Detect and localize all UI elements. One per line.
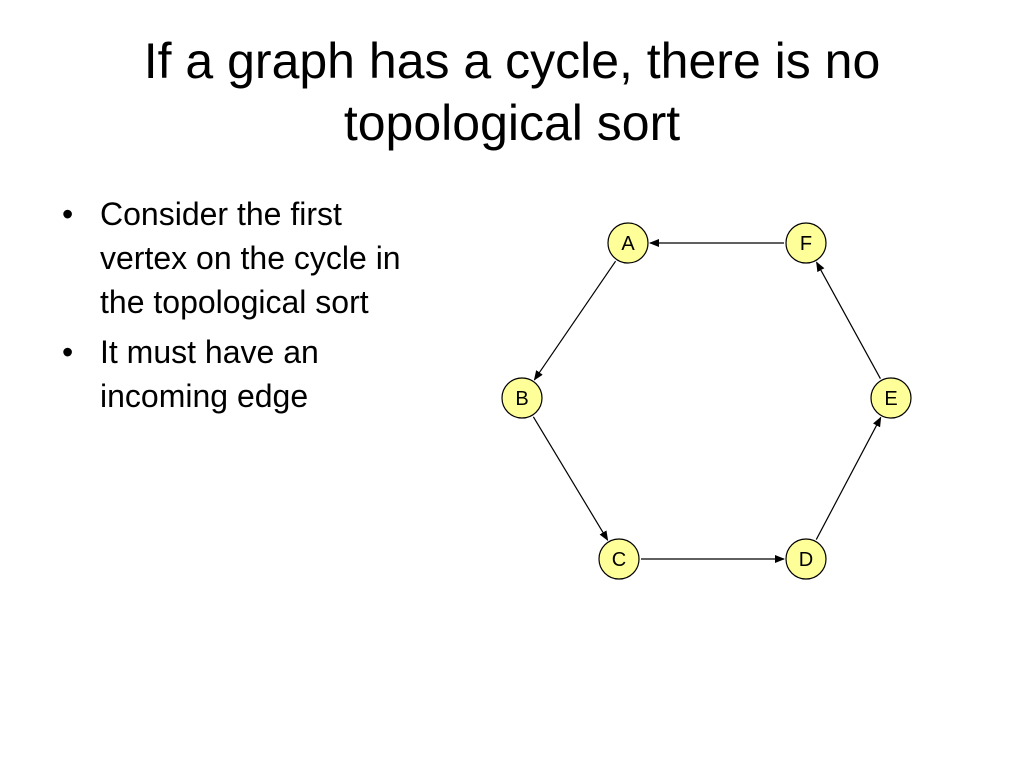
node-b: B <box>501 377 543 419</box>
node-label: C <box>612 549 626 571</box>
node-e: E <box>870 377 912 419</box>
node-d: D <box>785 538 827 580</box>
node-c: C <box>598 538 640 580</box>
bullet-1-line-3: the topological sort <box>100 284 369 320</box>
bullet-dot-icon: • <box>62 334 74 370</box>
graph-nodes: A F B E C D <box>501 222 912 580</box>
bullet-item-2: • It must have an incoming edge <box>58 330 498 418</box>
edge-a-b <box>533 260 617 381</box>
slide-title: If a graph has a cycle, there is no topo… <box>0 30 1024 154</box>
title-line-2: topological sort <box>343 95 681 151</box>
node-label: D <box>799 549 813 571</box>
node-circle <box>870 377 912 419</box>
node-circle <box>607 222 649 264</box>
node-label: B <box>515 388 528 410</box>
node-circle <box>785 538 827 580</box>
graph-edges <box>532 239 882 563</box>
bullet-1-line-1: Consider the first <box>100 196 342 232</box>
node-label: E <box>884 388 897 410</box>
node-a: A <box>607 222 649 264</box>
bullet-2-line-1: It must have an <box>100 334 319 370</box>
bullet-dot-icon: • <box>62 196 74 232</box>
bullet-1-line-2: vertex on the cycle in <box>100 240 401 276</box>
bullet-list: • Consider the first vertex on the cycle… <box>58 192 498 424</box>
bullet-2-line-2: incoming edge <box>100 378 309 414</box>
node-circle <box>501 377 543 419</box>
node-label: F <box>800 233 812 255</box>
edge-b-c <box>532 416 609 542</box>
node-circle <box>598 538 640 580</box>
node-label: A <box>621 233 635 255</box>
edge-e-f <box>816 261 881 379</box>
title-line-1: If a graph has a cycle, there is no <box>143 33 881 89</box>
node-f: F <box>785 222 827 264</box>
bullet-item-1: • Consider the first vertex on the cycle… <box>58 192 498 324</box>
node-circle <box>785 222 827 264</box>
edge-d-e <box>815 416 882 540</box>
